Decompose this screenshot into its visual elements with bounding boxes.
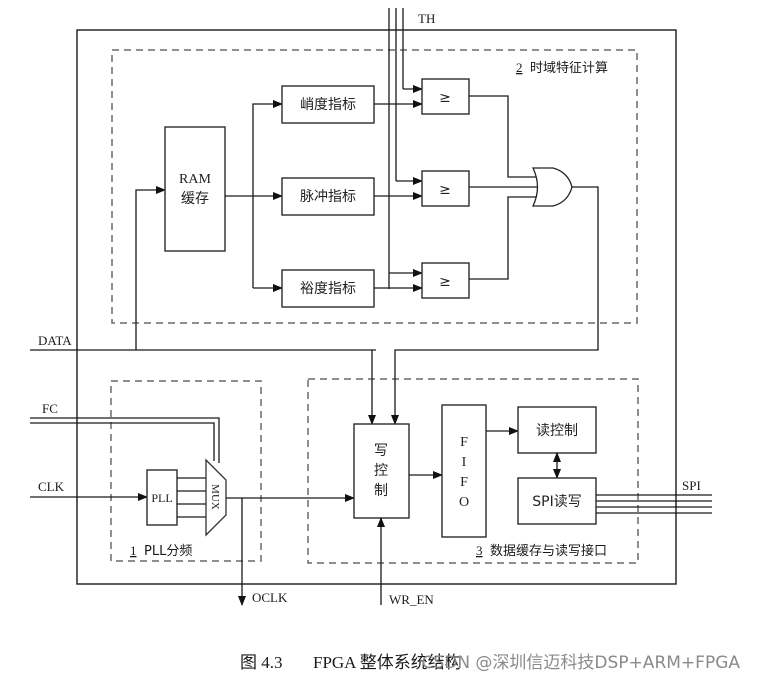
region-time-domain bbox=[111, 49, 638, 324]
spi-rw-block bbox=[517, 477, 597, 525]
margin-index-label: 裕度指标 bbox=[300, 281, 356, 297]
write-control-block bbox=[353, 423, 410, 519]
spi-rw-label: SPI读写 bbox=[532, 493, 581, 510]
mux-label: MUX bbox=[209, 484, 221, 510]
write-control-char-1: 写 bbox=[374, 443, 388, 459]
mux-output-wire bbox=[226, 494, 355, 606]
region-pll-title: PLL分频 bbox=[144, 544, 192, 559]
ram-buffer-label: 缓存 bbox=[181, 191, 209, 207]
write-control-char-3: 制 bbox=[374, 483, 388, 499]
fc-label: FC bbox=[42, 401, 58, 416]
comparator-2 bbox=[421, 170, 470, 207]
pll-block bbox=[146, 469, 178, 526]
region-buffer-title: 数据缓存与读写接口 bbox=[490, 543, 607, 559]
figure-caption-prefix: 图 4.3 bbox=[240, 653, 283, 672]
read-control-block bbox=[517, 406, 597, 454]
region-buffer bbox=[307, 378, 639, 564]
region-buffer-number: 3 bbox=[476, 543, 483, 558]
read-control-label: 读控制 bbox=[536, 422, 578, 439]
index-to-comparator-wires bbox=[374, 100, 423, 292]
spi-bus bbox=[596, 494, 712, 514]
clk-label: CLK bbox=[38, 479, 65, 494]
fc-bus bbox=[30, 417, 220, 463]
data-label: DATA bbox=[38, 333, 72, 348]
pll-to-mux-wires bbox=[177, 477, 206, 518]
watermark: CSDN @深圳信迈科技DSP+ARM+FPGA bbox=[422, 653, 741, 673]
comparator-3 bbox=[421, 262, 470, 299]
ram-buffer-block bbox=[164, 126, 226, 252]
pll-label: PLL bbox=[151, 491, 172, 505]
region-time-domain-number: 2 bbox=[516, 60, 523, 75]
region-time-domain-title: 时域特征计算 bbox=[530, 61, 608, 76]
spi-label: SPI bbox=[682, 478, 701, 493]
comparator-2-symbol: ≥ bbox=[439, 182, 451, 198]
wr-en-label: WR_EN bbox=[389, 592, 434, 607]
kurtosis-index-label: 峭度指标 bbox=[300, 97, 356, 113]
fifo-char-3: F bbox=[460, 475, 468, 490]
th-label: TH bbox=[418, 11, 435, 26]
region-pll bbox=[110, 380, 262, 562]
mux-block bbox=[205, 458, 227, 537]
fifo-char-2: I bbox=[462, 455, 467, 470]
impulse-index-label: 脉冲指标 bbox=[300, 189, 356, 205]
comparator-to-or-wires bbox=[469, 95, 538, 280]
ram-fanout bbox=[225, 100, 283, 292]
fifo-char-4: O bbox=[459, 495, 469, 510]
oclk-label: OCLK bbox=[252, 590, 288, 605]
comparator-3-symbol: ≥ bbox=[439, 274, 451, 290]
fpga-boundary bbox=[76, 29, 677, 585]
or-gate bbox=[531, 167, 573, 207]
figure-caption-title: FPGA 整体系统结构 bbox=[313, 653, 462, 672]
impulse-index-block bbox=[281, 177, 375, 216]
write-control-char-2: 控 bbox=[374, 463, 388, 479]
margin-index-block bbox=[281, 269, 375, 308]
comparator-1-symbol: ≥ bbox=[439, 90, 451, 106]
fifo-char-1: F bbox=[460, 435, 468, 450]
ram-label: RAM bbox=[179, 172, 211, 187]
data-signal bbox=[30, 186, 376, 425]
region-pll-number: 1 bbox=[130, 543, 137, 558]
or-output-wire bbox=[391, 186, 599, 425]
fifo-block bbox=[441, 404, 487, 538]
th-bus bbox=[388, 8, 423, 289]
